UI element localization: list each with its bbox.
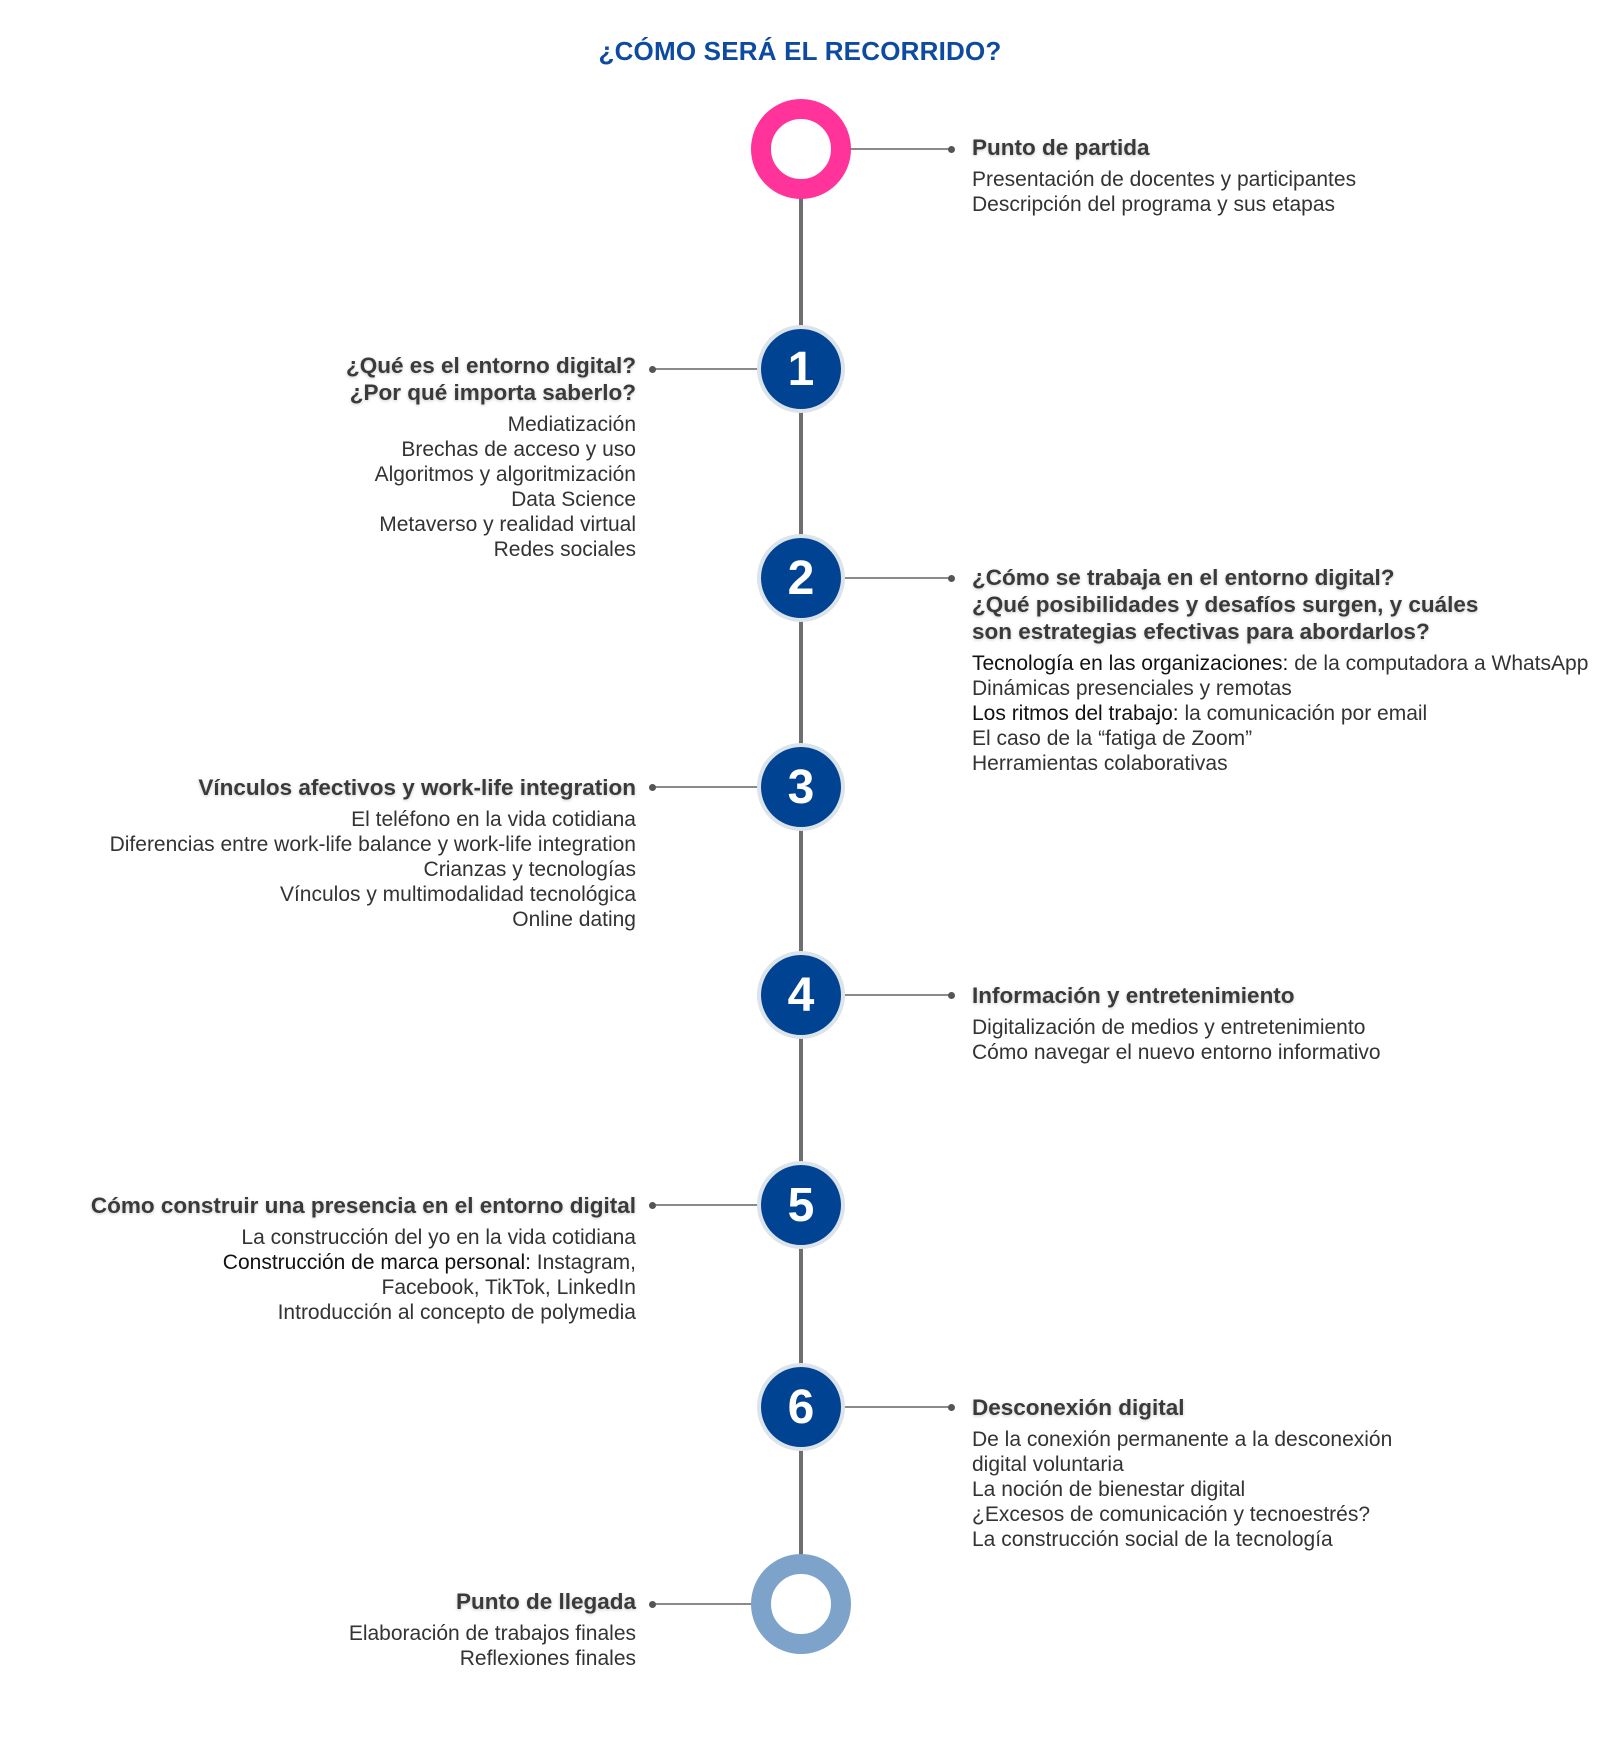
item-text: Herramientas colaborativas: [972, 752, 1228, 775]
step-3-heading: Vínculos afectivos y work-life integrati…: [110, 774, 636, 801]
heading-line: Vínculos afectivos y work-life integrati…: [198, 775, 636, 800]
heading-line: Información y entretenimiento: [972, 983, 1295, 1008]
step-1-heading: ¿Qué es el entorno digital?¿Por qué impo…: [346, 352, 636, 406]
list-item: digital voluntaria: [972, 1453, 1124, 1476]
item-emphasis: Tecnología en las organizaciones:: [972, 652, 1289, 675]
list-item: Facebook, TikTok, LinkedIn: [91, 1275, 636, 1300]
heading-line: Desconexión digital: [972, 1395, 1185, 1420]
list-item: Data Science: [511, 488, 636, 511]
list-item: Los ritmos del trabajo: la comunicación …: [972, 701, 1588, 726]
item-text: de la computadora a WhatsApp: [1288, 652, 1589, 675]
list-item: Vínculos y multimodalidad tecnológica: [279, 883, 636, 906]
item-emphasis: Construcción de marca personal:: [222, 1251, 531, 1274]
connector-step-4: [801, 991, 955, 999]
list-item: Dinámicas presenciales y remotas: [972, 676, 1588, 701]
list-item: Crianzas y tecnologías: [423, 858, 636, 881]
item-text: Instagram,: [530, 1251, 636, 1274]
step-number-circle: 6: [761, 1367, 841, 1447]
step-number-circle: 1: [761, 329, 841, 409]
list-item: Algoritmos y algoritmización: [374, 463, 636, 486]
step-1-text-block: ¿Qué es el entorno digital?¿Por qué impo…: [346, 352, 636, 562]
step-2-heading: ¿Cómo se trabaja en el entorno digital?¿…: [972, 564, 1588, 645]
list-item: Online dating: [512, 908, 636, 931]
list-item: Mediatización: [507, 413, 636, 436]
list-item: Metaverso y realidad virtual: [379, 513, 636, 536]
connector-step-1: [649, 365, 801, 373]
connector-step-6: [801, 1403, 955, 1411]
item-text: El caso de la “fatiga de Zoom”: [972, 727, 1253, 750]
heading-line: ¿Qué es el entorno digital?: [345, 353, 636, 378]
heading-line: ¿Por qué importa saberlo?: [349, 380, 636, 405]
list-item: La construcción social de la tecnología: [972, 1528, 1333, 1551]
step-number-circle: 4: [761, 955, 841, 1035]
item-text: Facebook, TikTok, LinkedIn: [381, 1276, 636, 1299]
connector-step-3: [649, 783, 801, 791]
item-text: La construcción del yo en la vida cotidi…: [241, 1226, 636, 1249]
list-item: La construcción del yo en la vida cotidi…: [91, 1225, 636, 1250]
item-emphasis: Los ritmos del trabajo:: [972, 702, 1179, 725]
list-item: Elaboración de trabajos finales: [348, 1622, 636, 1645]
list-item: Redes sociales: [493, 538, 636, 561]
step-6-heading: Desconexión digital: [972, 1394, 1392, 1421]
list-item: Brechas de acceso y uso: [401, 438, 636, 461]
step-5-heading: Cómo construir una presencia en el entor…: [91, 1192, 636, 1219]
connector-start: [801, 145, 955, 153]
step-3-text-block: Vínculos afectivos y work-life integrati…: [110, 774, 636, 932]
step-5-text-block: Cómo construir una presencia en el entor…: [91, 1192, 636, 1325]
timeline-line: [799, 150, 803, 1610]
item-text: la comunicación por email: [1178, 702, 1428, 725]
step-number-circle: 2: [761, 538, 841, 618]
heading-line: son estrategias efectivas para abordarlo…: [972, 619, 1430, 644]
list-item: Construcción de marca personal: Instagra…: [91, 1250, 636, 1275]
item-text: Dinámicas presenciales y remotas: [972, 677, 1292, 700]
heading-line: ¿Qué posibilidades y desafíos surgen, y …: [972, 592, 1479, 617]
list-item: Digitalización de medios y entretenimien…: [972, 1016, 1366, 1039]
heading-line: Punto de partida: [972, 135, 1150, 160]
list-item: Tecnología en las organizaciones: de la …: [972, 651, 1588, 676]
step-number-circle: 3: [761, 747, 841, 827]
start-ring-icon: [751, 99, 851, 199]
step-2-text-block: ¿Cómo se trabaja en el entorno digital?¿…: [972, 564, 1588, 776]
list-item: Cómo navegar el nuevo entorno informativ…: [972, 1041, 1381, 1064]
list-item: Reflexiones finales: [459, 1647, 636, 1670]
step-number-circle: 5: [761, 1165, 841, 1245]
list-item: ¿Excesos de comunicación y tecnoestrés?: [972, 1503, 1371, 1526]
end-heading: Punto de llegada: [349, 1588, 636, 1615]
heading-line: ¿Cómo se trabaja en el entorno digital?: [972, 565, 1395, 590]
heading-line: Cómo construir una presencia en el entor…: [90, 1193, 636, 1218]
list-item: De la conexión permanente a la desconexi…: [972, 1428, 1393, 1451]
list-item: Introducción al concepto de polymedia: [91, 1300, 636, 1325]
list-item: Descripción del programa y sus etapas: [972, 193, 1336, 216]
connector-step-2: [801, 574, 955, 582]
list-item: Presentación de docentes y participantes: [972, 168, 1357, 191]
list-item: La noción de bienestar digital: [972, 1478, 1246, 1501]
list-item: El caso de la “fatiga de Zoom”: [972, 726, 1588, 751]
connector-end: [649, 1600, 801, 1608]
list-item: Diferencias entre work-life balance y wo…: [109, 833, 636, 856]
list-item: El teléfono en la vida cotidiana: [351, 808, 636, 831]
step-6-text-block: Desconexión digital De la conexión perman…: [972, 1394, 1392, 1552]
end-ring-icon: [751, 1554, 851, 1654]
step-4-heading: Información y entretenimiento: [972, 982, 1381, 1009]
item-text: Introducción al concepto de polymedia: [277, 1301, 636, 1324]
page-title: ¿CÓMO SERÁ EL RECORRIDO?: [598, 36, 1002, 66]
list-item: Herramientas colaborativas: [972, 751, 1588, 776]
start-heading: Punto de partida: [972, 134, 1356, 161]
connector-step-5: [649, 1201, 801, 1209]
heading-line: Punto de llegada: [455, 1589, 636, 1614]
